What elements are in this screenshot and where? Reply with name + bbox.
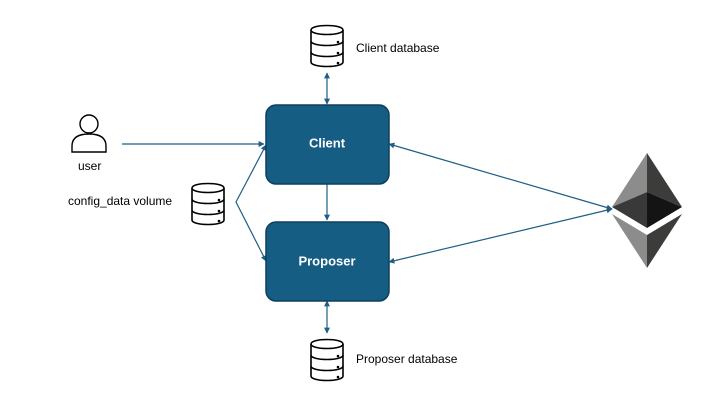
proposer-node-label: Proposer <box>298 253 355 268</box>
proposer-node-box <box>265 221 390 302</box>
client-node-label: Client <box>309 135 346 150</box>
user-icon <box>71 114 107 153</box>
proposer-node[interactable]: Proposer <box>265 221 390 302</box>
client-node[interactable]: Client <box>265 104 390 185</box>
client-to-ethereum-connector <box>388 142 613 211</box>
config-volume-connector <box>235 144 267 262</box>
client-database-icon <box>310 24 344 68</box>
client-database-label: Client database <box>356 41 440 55</box>
config-volume-database-icon <box>191 182 225 226</box>
proposer-database-label: Proposer database <box>356 352 458 366</box>
proposer-database-icon <box>310 338 344 382</box>
connectors <box>122 72 613 334</box>
client-node-box <box>265 104 390 185</box>
config-volume-label: config_data volume <box>68 194 172 208</box>
user-label: user <box>78 159 101 173</box>
ethereum-logo-icon <box>612 153 682 268</box>
proposer-to-ethereum-connector <box>388 207 613 264</box>
